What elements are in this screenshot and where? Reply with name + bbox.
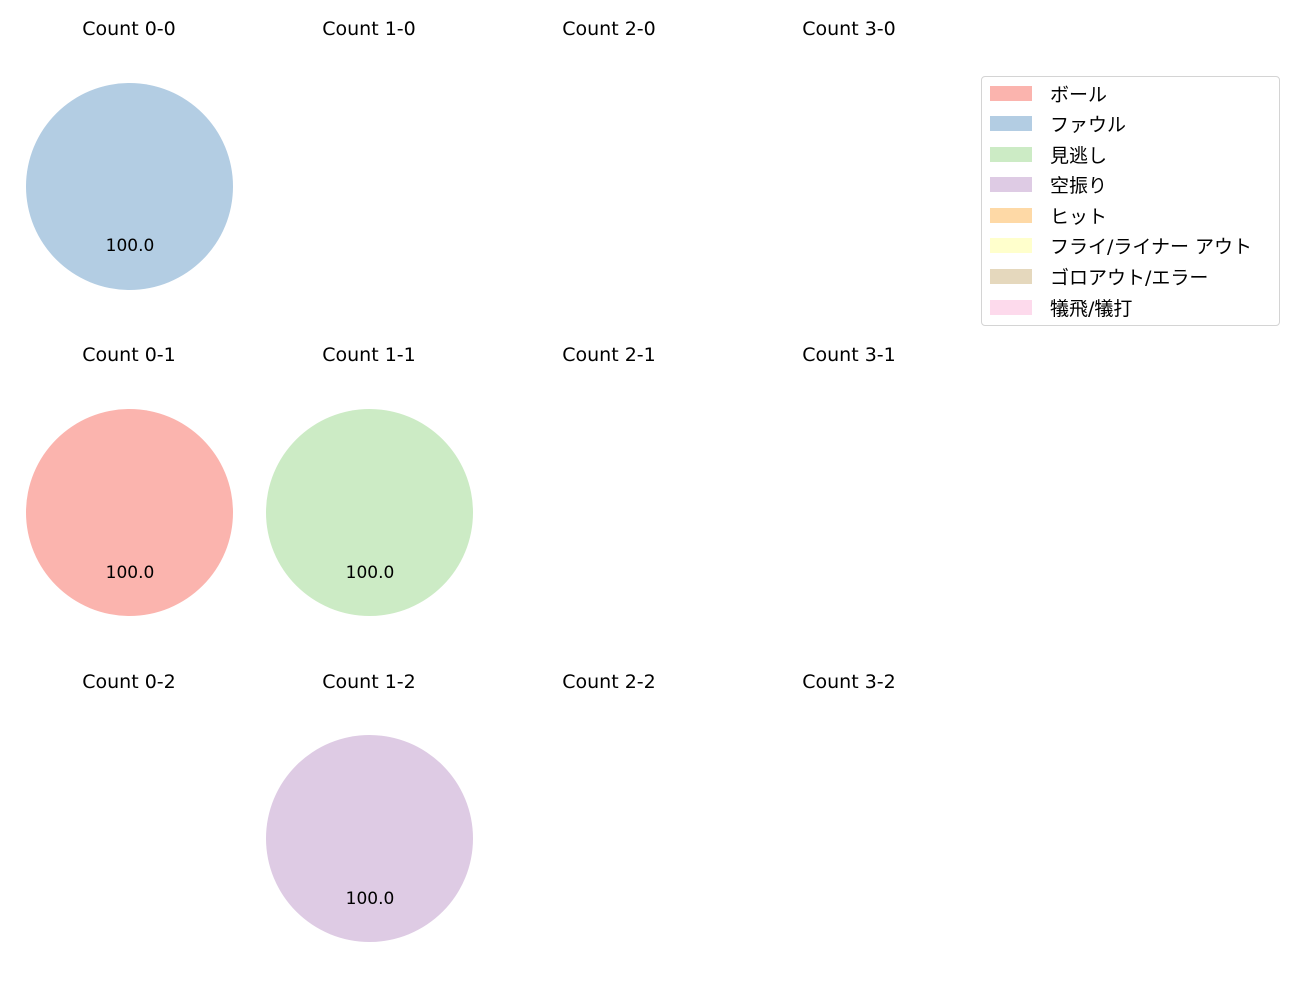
pie-count-0-1 (26, 409, 233, 616)
legend-swatch-icon (990, 85, 1032, 101)
pie-label-0-1: 100.0 (105, 563, 155, 583)
legend-item-called-strike: 見逃し (990, 144, 1107, 167)
legend-item-sacrifice: 犠飛/犠打 (990, 297, 1132, 320)
subplot-title-0-1: Count 0-1 (82, 344, 176, 366)
pie-label-1-2: 100.0 (345, 889, 395, 909)
subplot-title-0-2: Count 0-2 (82, 671, 176, 693)
subplot-title-2-1: Count 2-1 (562, 344, 656, 366)
pie-label-0-0: 100.0 (105, 236, 155, 256)
subplot-title-1-2: Count 1-2 (322, 671, 416, 693)
pie-count-1-2 (266, 735, 473, 942)
legend-item-foul: ファウル (990, 113, 1126, 136)
subplot-title-0-0: Count 0-0 (82, 18, 176, 40)
legend-item-swinging-strike: 空振り (990, 174, 1107, 197)
legend-swatch-icon (990, 115, 1032, 131)
legend-item-ball: ボール (990, 83, 1107, 106)
legend-swatch-icon (990, 207, 1032, 223)
pie-count-0-0 (26, 83, 233, 290)
subplot-title-2-2: Count 2-2 (562, 671, 656, 693)
legend-item-hit: ヒット (990, 205, 1107, 228)
legend-label: 犠飛/犠打 (1050, 297, 1133, 320)
legend-label: ヒット (1050, 205, 1108, 228)
subplot-title-1-0: Count 1-0 (322, 18, 416, 40)
legend-swatch-icon (990, 176, 1032, 192)
legend-swatch-icon (990, 299, 1032, 315)
legend: ボール ファウル 見逃し 空振り ヒット フライ/ライナー アウト ゴロアウト/… (981, 76, 1280, 326)
legend-label: フライ/ライナー アウト (1050, 235, 1253, 258)
subplot-title-1-1: Count 1-1 (322, 344, 416, 366)
pie-count-1-1 (266, 409, 473, 616)
pie-label-1-1: 100.0 (345, 563, 395, 583)
legend-swatch-icon (990, 146, 1032, 162)
legend-label: ボール (1050, 83, 1108, 106)
subplot-title-3-0: Count 3-0 (802, 18, 896, 40)
subplot-title-3-1: Count 3-1 (802, 344, 896, 366)
subplot-title-3-2: Count 3-2 (802, 671, 896, 693)
legend-label: ファウル (1050, 113, 1127, 136)
legend-label: 見逃し (1050, 144, 1108, 167)
legend-item-ground-out-error: ゴロアウト/エラー (990, 266, 1208, 289)
legend-label: 空振り (1050, 174, 1108, 197)
legend-item-fly-liner-out: フライ/ライナー アウト (990, 235, 1252, 258)
legend-swatch-icon (990, 237, 1032, 253)
legend-swatch-icon (990, 268, 1032, 284)
legend-label: ゴロアウト/エラー (1050, 266, 1209, 289)
subplot-title-2-0: Count 2-0 (562, 18, 656, 40)
